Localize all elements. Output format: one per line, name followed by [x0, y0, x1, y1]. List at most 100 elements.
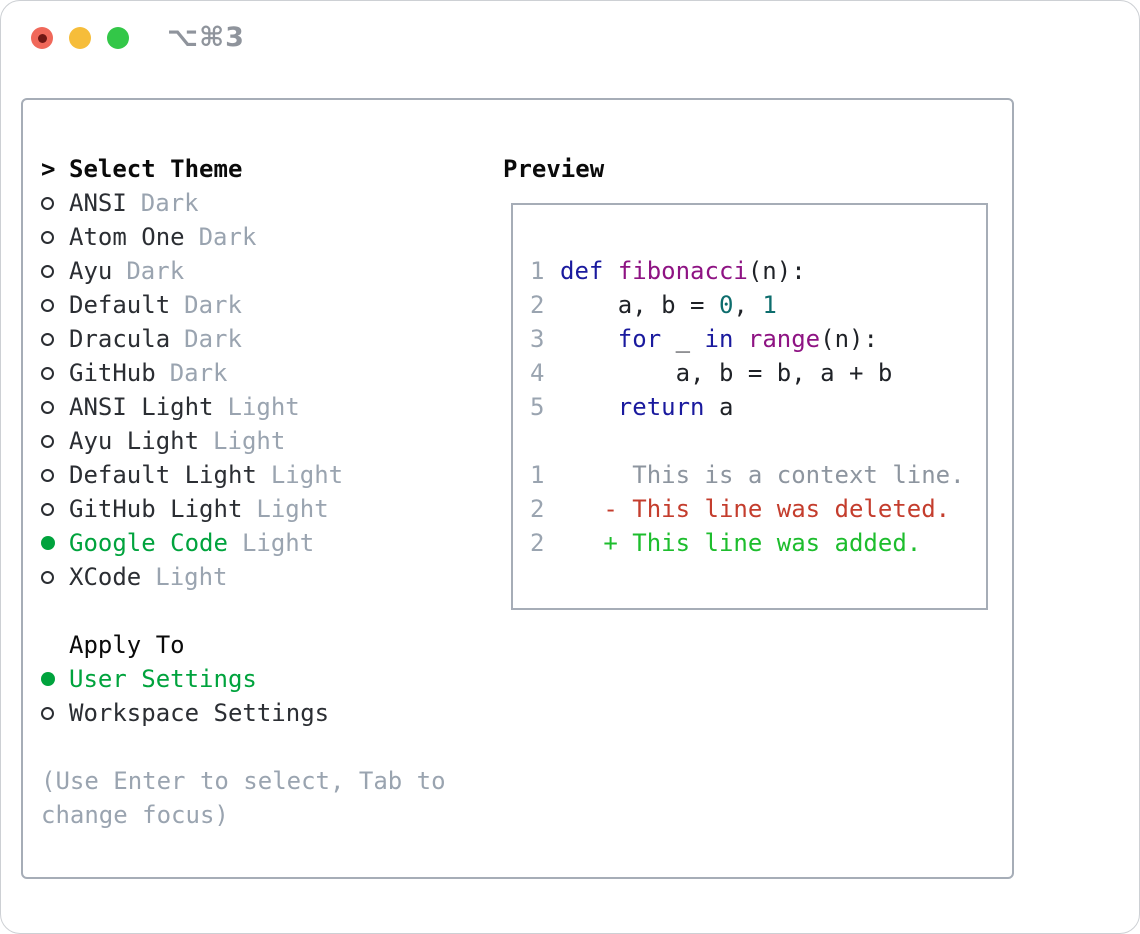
- theme-variant-tag: Dark: [198, 223, 257, 251]
- code-token: [603, 257, 617, 285]
- theme-name: ANSI: [69, 189, 127, 217]
- theme-option[interactable]: Ayu Dark: [41, 254, 485, 288]
- close-dot-icon: [37, 33, 47, 43]
- line-number: 2: [530, 495, 545, 523]
- code-token: [560, 393, 618, 421]
- line-number: 3: [530, 325, 545, 353]
- radio-icon: [41, 366, 69, 380]
- prompt-icon: >: [41, 155, 56, 183]
- line-number: 2: [530, 529, 545, 557]
- theme-variant-tag: Dark: [140, 189, 199, 217]
- theme-variant-tag: Light: [241, 529, 315, 557]
- diff-line-ctx: 1 This is a context line.: [530, 458, 986, 492]
- radio-icon: [41, 264, 69, 278]
- theme-variant-tag: Light: [227, 393, 300, 421]
- apply-to-option[interactable]: User Settings: [41, 662, 485, 696]
- apply-to-label: Workspace Settings: [69, 699, 330, 727]
- diff-line-del: 2 - This line was deleted.: [530, 492, 986, 526]
- theme-name: Ayu Light: [69, 427, 200, 455]
- line-number: 5: [530, 393, 545, 421]
- diff-text: This is a context line.: [560, 461, 965, 489]
- theme-variant-tag: Dark: [184, 325, 242, 353]
- radio-icon: [41, 400, 69, 414]
- theme-option[interactable]: Default Dark: [41, 288, 485, 322]
- theme-option[interactable]: Atom One Dark: [41, 220, 485, 254]
- code-token: fibonacci: [617, 257, 748, 285]
- code-token: def: [560, 257, 604, 285]
- minimize-button[interactable]: [69, 27, 91, 49]
- code-token: a: [704, 393, 734, 421]
- theme-option[interactable]: GitHub Light Light: [41, 492, 485, 526]
- radio-icon: [41, 298, 69, 312]
- apply-to-title: Apply To: [69, 631, 185, 659]
- code-token: a, b =: [560, 291, 719, 319]
- code-token: [733, 325, 747, 353]
- theme-variant-tag: Light: [213, 427, 286, 455]
- spacer: [530, 424, 986, 458]
- radio-icon: [41, 570, 69, 584]
- code-line: 3 for _ in range(n):: [530, 322, 986, 356]
- theme-name: GitHub Light: [69, 495, 243, 523]
- radio-icon: [41, 468, 69, 482]
- theme-name: Default Light: [69, 461, 257, 489]
- select-theme-title: Select Theme: [69, 155, 243, 183]
- diff-preview: 1 This is a context line.2 - This line w…: [530, 458, 986, 560]
- apply-to-label: User Settings: [69, 665, 257, 693]
- theme-variant-tag: Light: [155, 563, 228, 591]
- theme-option[interactable]: ANSI Light Light: [41, 390, 485, 424]
- line-number: 4: [530, 359, 545, 387]
- theme-option[interactable]: Ayu Light Light: [41, 424, 485, 458]
- line-number: 2: [530, 291, 545, 319]
- theme-name: ANSI Light: [69, 393, 214, 421]
- radio-icon: [41, 706, 69, 720]
- help-text: (Use Enter to select, Tab to change focu…: [41, 767, 446, 829]
- code-token: (n):: [747, 257, 806, 285]
- close-button[interactable]: [31, 27, 53, 49]
- theme-option[interactable]: ANSI Dark: [41, 186, 485, 220]
- line-number: 1: [530, 461, 545, 489]
- radio-icon: [41, 196, 69, 210]
- radio-icon: [41, 332, 69, 346]
- theme-variant-tag: Light: [256, 495, 329, 523]
- window-title: ⌥⌘3: [167, 22, 245, 53]
- code-token: a, b = b, a + b: [560, 359, 893, 387]
- selected-radio-icon: [41, 672, 69, 686]
- theme-variant-tag: Dark: [184, 291, 242, 319]
- code-token: return: [617, 393, 705, 421]
- theme-variant-tag: Dark: [126, 257, 185, 285]
- line-number: 1: [530, 257, 545, 285]
- spacer: [41, 730, 485, 764]
- theme-name: Default: [69, 291, 171, 319]
- theme-option[interactable]: Default Light Light: [41, 458, 485, 492]
- apply-to-header: Apply To: [41, 628, 485, 662]
- theme-name: Ayu: [69, 257, 113, 285]
- apply-to-option[interactable]: Workspace Settings: [41, 696, 485, 730]
- code-line: 1 def fibonacci(n):: [530, 254, 986, 288]
- radio-icon: [41, 230, 69, 244]
- radio-icon: [41, 502, 69, 516]
- code-token: 1: [762, 291, 777, 319]
- preview-header: Preview: [503, 155, 605, 183]
- select-theme-header: > Select Theme: [41, 152, 485, 186]
- code-token: (n):: [820, 325, 878, 353]
- theme-name: Atom One: [69, 223, 185, 251]
- maximize-button[interactable]: [107, 27, 129, 49]
- theme-variant-tag: Light: [270, 461, 344, 489]
- code-token: _: [661, 325, 705, 353]
- code-line: 2 a, b = 0, 1: [530, 288, 986, 322]
- code-token: for: [617, 325, 662, 353]
- code-token: 0: [718, 291, 734, 319]
- spacer: [41, 594, 485, 628]
- theme-variant-tag: Dark: [169, 359, 228, 387]
